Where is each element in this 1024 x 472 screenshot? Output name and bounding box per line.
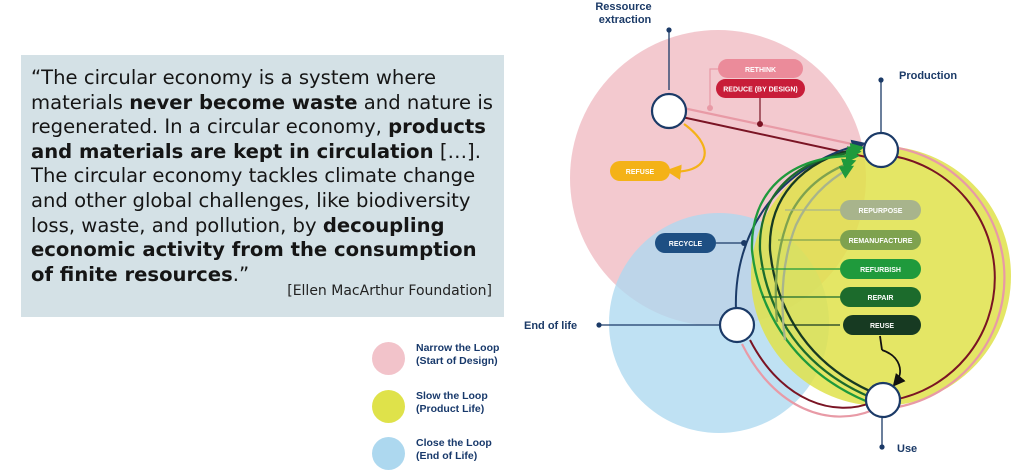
refuse-loop (665, 123, 706, 180)
reuse-pill: REUSE (843, 315, 921, 335)
repurpose-pill: REPURPOSE (840, 200, 921, 220)
endoflife-leader-dot (596, 322, 602, 328)
flow-production-use-pink (897, 146, 1006, 409)
remanufacture-pill: REMANUFACTURE (840, 230, 921, 250)
repurpose-loop (781, 165, 855, 341)
legend-label-close: Close the Loop (End of Life) (416, 437, 492, 462)
repair-label: REPAIR (868, 295, 894, 302)
reuse-short-loop-return (879, 335, 883, 351)
extraction-leader-dot (666, 27, 672, 33)
quote-text: “The circular economy is a system where … (31, 66, 501, 287)
legend-label-narrow: Narrow the Loop (Start of Design) (416, 342, 500, 367)
production-leader-dot (878, 77, 884, 83)
legend-swatch-narrow (372, 342, 405, 375)
refuse-pill: REFUSE (610, 161, 670, 181)
quote-segment: never become waste (129, 90, 358, 114)
remanufacture-label: REMANUFACTURE (849, 238, 913, 245)
quote-box: “The circular economy is a system where … (21, 55, 504, 317)
use-leader-dot (879, 444, 885, 450)
extraction-label: Ressource extraction (595, 1, 654, 26)
recycle-loop (734, 139, 866, 312)
flow-production-use-red (892, 155, 996, 401)
reuse-label: REUSE (870, 323, 894, 330)
recycle-pill: RECYCLE (655, 233, 716, 253)
reuse-loop (768, 143, 873, 394)
legend-item-narrow: Narrow the Loop (Start of Design) (372, 340, 532, 376)
quote-segment: and nature is regenerated. In a circular… (31, 90, 493, 139)
quote-segment: […]. The circular economy tackles climat… (31, 139, 481, 237)
rethink-connector (709, 68, 718, 108)
quote-source: [Ellen MacArthur Foundation] (287, 283, 492, 299)
quote-segment: .” (232, 262, 250, 286)
rethink-pill: RETHINK (718, 59, 803, 78)
flow-extraction-production-pink (668, 103, 881, 152)
refurbish-loop (750, 148, 869, 404)
remanufacture-loop (774, 158, 857, 323)
repurpose-label: REPURPOSE (859, 208, 903, 215)
quote-segment: decoupling economic activity from the co… (31, 213, 477, 286)
flow-use-endoflife-red (749, 339, 874, 409)
legend-label-slow: Slow the Loop (Product Life) (416, 390, 488, 415)
legend-item-close: Close the Loop (End of Life) (372, 435, 532, 471)
use-label: Use (897, 443, 917, 455)
use-node (864, 381, 902, 419)
endoflife-label: End of life (524, 320, 577, 332)
rethink-label: RETHINK (745, 67, 776, 74)
quote-segment: “The circular economy is a system where … (31, 66, 437, 114)
legend-item-slow: Slow the Loop (Product Life) (372, 388, 532, 424)
production-label: Production (899, 70, 957, 82)
refurbish-label: REFURBISH (860, 267, 901, 274)
refurbish-pill: REFURBISH (840, 259, 921, 279)
flow-use-endoflife-pink (741, 343, 874, 418)
extraction-node (650, 92, 688, 130)
legend-swatch-slow (372, 390, 405, 423)
production-node (862, 131, 900, 169)
repair-pill: REPAIR (840, 287, 921, 307)
quote-segment: products and materials are kept in circu… (31, 115, 486, 163)
reduce-label: REDUCE (BY DESIGN) (723, 87, 798, 94)
legend-swatch-close (372, 437, 405, 470)
refuse-label: REFUSE (626, 169, 655, 176)
recycle-label: RECYCLE (669, 241, 703, 248)
endoflife-node (718, 306, 756, 344)
repair-loop (758, 146, 871, 399)
reuse-short-loop (881, 349, 906, 387)
reduce-pill: REDUCE (BY DESIGN) (716, 79, 805, 98)
